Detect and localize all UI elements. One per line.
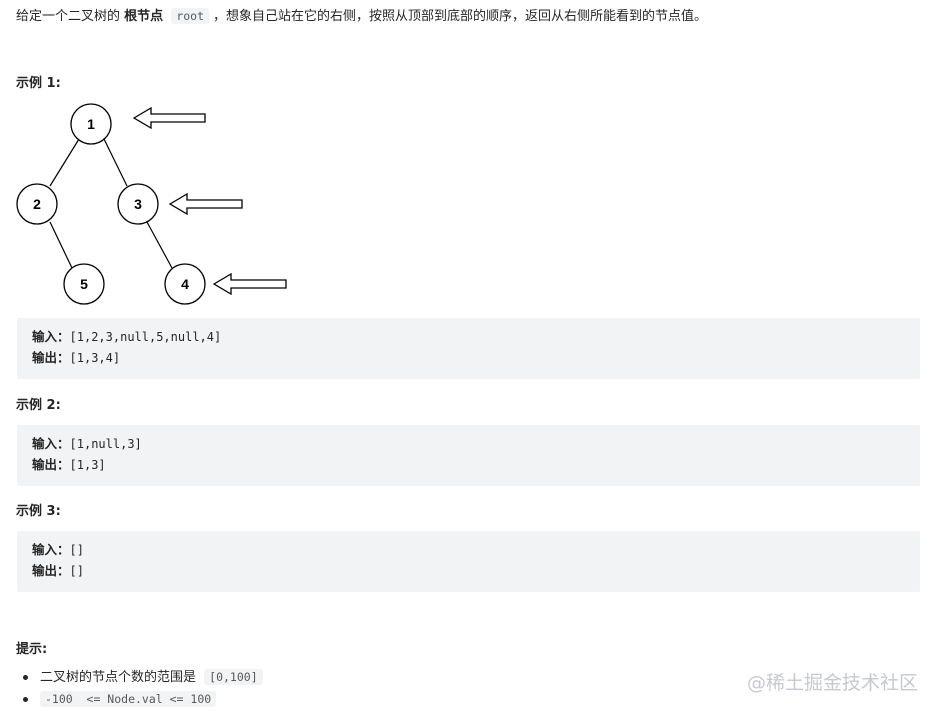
example-2-heading: 示例 2: (16, 398, 61, 413)
edge-1-2 (49, 138, 80, 187)
bullet-icon (23, 697, 28, 702)
tips-heading: 提示: (16, 642, 48, 657)
example-3-code-block: 输入：[] 输出：[] (17, 531, 920, 592)
constraint-1-code: [0,100] (204, 669, 263, 685)
example-1-input-value: [1,2,3,null,5,null,4] (69, 330, 222, 344)
edge-2-5 (49, 221, 73, 269)
example-2-output-label: 输出： (32, 457, 70, 472)
example-2-input-value: [1,null,3] (69, 437, 142, 451)
constraint-1-text: 二叉树的节点个数的范围是 (40, 670, 197, 685)
tree-node-1 (70, 103, 112, 145)
example-3-input-label: 输入： (32, 542, 70, 557)
bullet-icon (23, 675, 28, 680)
juejin-watermark: @稀土掘金技术社区 (746, 672, 918, 694)
example-3-heading: 示例 3: (16, 504, 61, 519)
example-1-code-block: 输入：[1,2,3,null,5,null,4] 输出：[1,3,4] (17, 318, 920, 379)
example-1-output-label: 输出： (32, 350, 70, 365)
example-1-output-line: 输出：[1,3,4] (32, 350, 120, 366)
tree-node-4-label: 4 (181, 276, 189, 292)
example-2-output-line: 输出：[1,3] (32, 457, 106, 473)
constraint-item-node-val: -100 <= Node.val <= 100 (23, 689, 267, 711)
right-view-arrow-level-2 (168, 192, 243, 216)
example-1-heading: 示例 1: (16, 76, 61, 91)
example-1-output-value: [1,3,4] (69, 351, 121, 365)
example-2-input-label: 输入： (32, 436, 70, 451)
tree-node-5-label: 5 (80, 276, 88, 292)
problem-description: 给定一个二叉树的 根节点 root，想象自己站在它的右侧，按照从顶部到底部的顺序… (16, 7, 707, 26)
right-view-arrow-level-3 (212, 272, 287, 296)
tree-node-5 (63, 263, 105, 305)
example-3-input-value: [] (69, 543, 84, 557)
tree-node-4 (164, 263, 206, 305)
right-view-arrow-level-1 (132, 106, 206, 130)
intro-code-root: root (171, 8, 210, 24)
tree-node-2-label: 2 (33, 196, 41, 212)
tree-node-3-label: 3 (134, 196, 142, 212)
example-2-input-line: 输入：[1,null,3] (32, 436, 142, 452)
tree-node-3 (117, 183, 159, 225)
example-3-output-value: [] (69, 564, 84, 578)
example-2-code-block: 输入：[1,null,3] 输出：[1,3] (17, 425, 920, 486)
constraint-item-node-count: 二叉树的节点个数的范围是 [0,100] (23, 667, 267, 689)
intro-bold-root-node: 根节点 (124, 9, 164, 24)
tree-node-1-label: 1 (87, 116, 95, 132)
intro-text-2: ，想象自己站在它的右侧，按照从顶部到底部的顺序，返回从右侧所能看到的节点值。 (213, 9, 708, 24)
example-2-output-value: [1,3] (69, 458, 106, 472)
constraints-list: 二叉树的节点个数的范围是 [0,100] -100 <= Node.val <=… (23, 667, 267, 711)
edge-1-3 (103, 138, 128, 187)
tree-node-2 (16, 183, 58, 225)
edge-3-4 (146, 221, 173, 269)
example-3-output-line: 输出：[] (32, 563, 84, 579)
binary-tree-diagram: 1 2 3 5 4 (16, 103, 287, 305)
example-1-input-label: 输入： (32, 329, 70, 344)
example-1-input-line: 输入：[1,2,3,null,5,null,4] (32, 329, 221, 345)
example-3-input-line: 输入：[] (32, 542, 84, 558)
constraint-2-code: -100 <= Node.val <= 100 (40, 691, 217, 707)
example-3-output-label: 输出： (32, 563, 70, 578)
intro-text-1: 给定一个二叉树的 (16, 9, 121, 24)
